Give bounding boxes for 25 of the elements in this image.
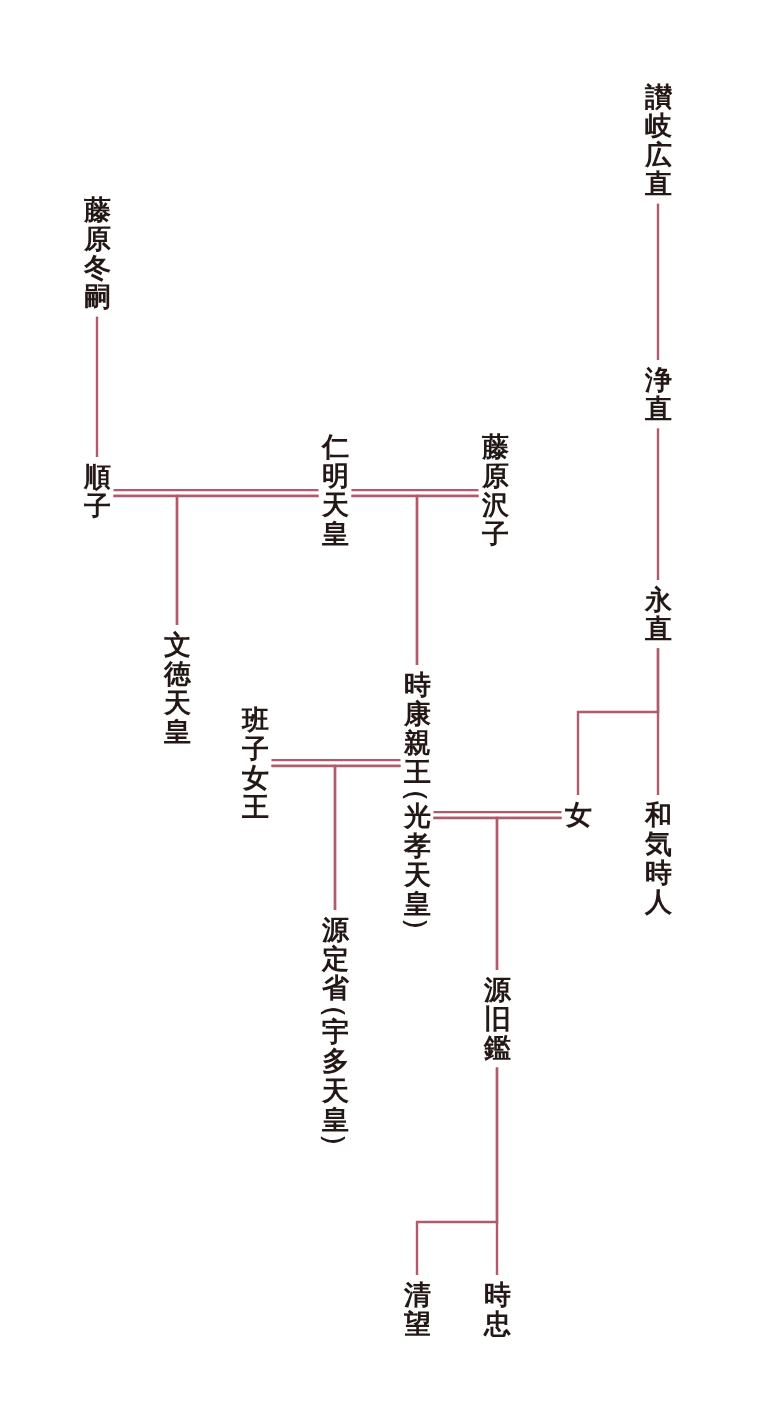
lineage-line: [175, 494, 319, 625]
person-name: 讃岐広直: [641, 77, 675, 204]
person-name: 時忠: [480, 1275, 514, 1344]
person-name: 源定省（宇多天皇）: [318, 910, 352, 1154]
lineage-line: [95, 316, 99, 457]
lineage-line: [415, 494, 479, 665]
person-name: 女: [561, 795, 595, 835]
lineage-line: [495, 1067, 499, 1275]
person-name: 和気時人: [641, 795, 675, 922]
person-name: 清望: [400, 1275, 434, 1344]
lineage-line: [656, 203, 660, 360]
person-name: 仁明天皇: [318, 427, 352, 554]
person-name: 班子女王: [238, 700, 272, 827]
lineage-line: [333, 764, 401, 910]
person-name: 源旧鑑: [480, 970, 514, 1068]
person-name: 永直: [641, 580, 675, 649]
lineage-line: [495, 816, 562, 970]
person-name: 藤原冬嗣: [80, 190, 114, 317]
person-name: 文徳天皇: [160, 625, 194, 752]
lineage-line: [656, 648, 660, 795]
lineage-line: [656, 428, 660, 580]
person-name: 時康親王（光孝天皇）: [400, 665, 434, 938]
person-name: 浄直: [641, 360, 675, 429]
person-name: 順子: [80, 457, 114, 526]
person-name: 藤原沢子: [478, 427, 512, 554]
